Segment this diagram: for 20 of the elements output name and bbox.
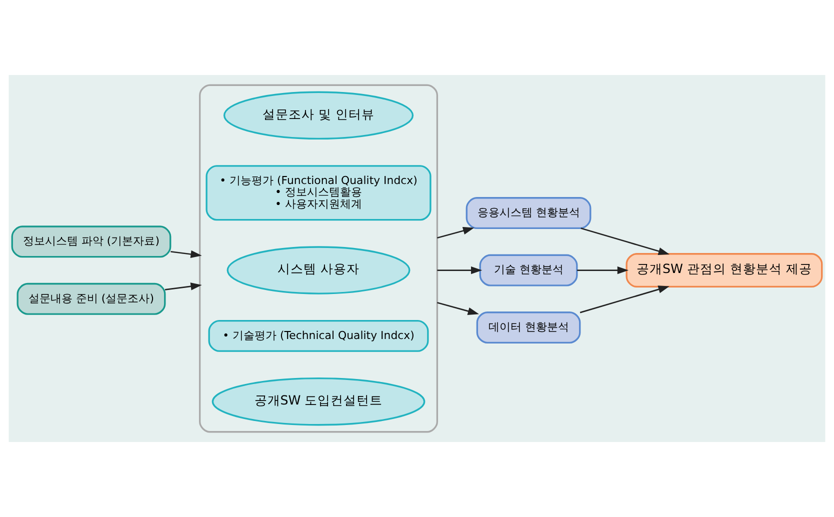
node-box: 응용시스템 현황분석 [466,197,592,230]
cluster [198,84,438,433]
node-box: • 기능평가 (Functional Quality Indcx) • 정보시스템활용 • 사용자지원체계 [206,165,432,221]
arrow [580,286,670,314]
arrow [164,282,202,290]
arrow [437,302,480,315]
node-box: 기술 현황분석 [479,254,578,286]
node-box: 정보시스템 파악 (기본자료) [11,226,172,258]
node-ellipse: 공개SW 도입컨설턴트 [212,377,426,426]
arrow [577,266,629,274]
node-ellipse: 시스템 사용자 [226,246,410,294]
arrow [437,226,474,239]
node-box: 설문내용 준비 (설문조사) [16,282,166,315]
arrow [170,250,202,258]
node-box: 공개SW 관점의 현황분석 제공 [626,253,823,288]
arrow [437,266,482,274]
node-box: • 기술평가 (Technical Quality Indcx) [208,320,429,352]
node-ellipse: 설문조사 및 인터뷰 [223,91,414,140]
arrow [580,228,670,255]
node-box: 데이터 현황분석 [476,312,581,344]
